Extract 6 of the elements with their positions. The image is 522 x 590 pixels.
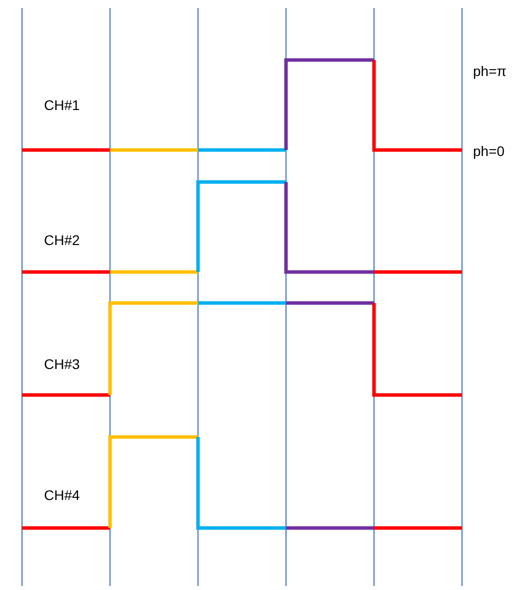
channel-label: CH#1 (44, 96, 80, 114)
channel-label: CH#3 (44, 355, 80, 373)
channel-label: CH#4 (44, 486, 80, 504)
phase-label: ph=π (473, 62, 506, 80)
channel-label: CH#2 (44, 231, 80, 249)
phase-label: ph=0 (473, 142, 505, 160)
